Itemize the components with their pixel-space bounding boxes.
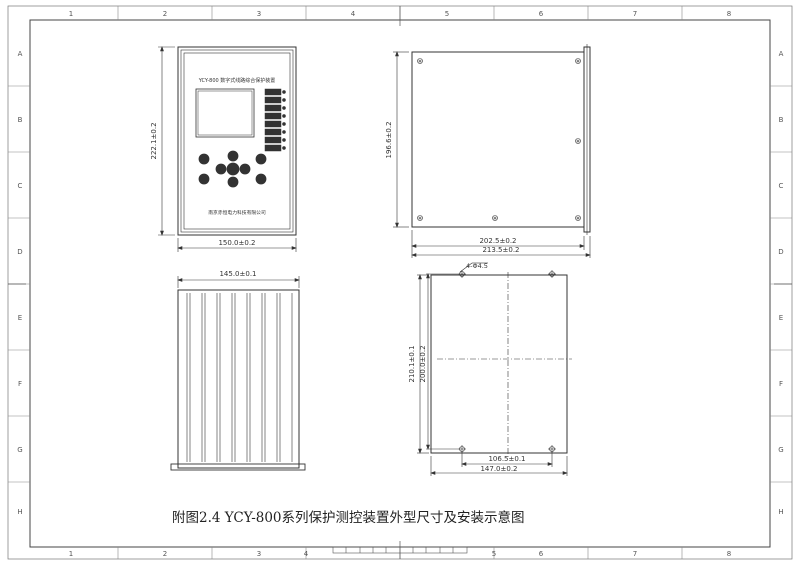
row-label: D (778, 248, 783, 256)
led-label: 保护 (266, 122, 274, 127)
col-label: 7 (633, 550, 637, 558)
led-label: 跳闸 (266, 106, 274, 111)
dim-label: 202.5±0.2 (479, 237, 516, 245)
col-label: 3 (257, 550, 261, 558)
keypad: 返回 取消 确认 (198, 150, 267, 188)
col-label: 6 (539, 10, 544, 18)
col-label: 2 (163, 10, 167, 18)
dim-label: 222.1±0.2 (150, 122, 158, 159)
front-view: YCY-800 数字式线路综合保护装置 运行 告警 跳闸 合闸 保护 通讯 检修 (150, 46, 297, 252)
led-icon (282, 90, 286, 94)
row-label: B (779, 116, 784, 124)
figure-caption: 附图2.4 YCY-800系列保护测控装置外型尺寸及安装示意图 (172, 510, 525, 526)
company-name: 南京赤恒电力科技有限公司 (208, 209, 266, 216)
col-label: 5 (492, 550, 496, 558)
front-height-dimension: 222.1±0.2 (150, 46, 175, 236)
side-height-dimension: 196.6±0.2 (385, 51, 409, 228)
led-label: 通讯 (266, 130, 274, 135)
row-label: E (779, 314, 783, 322)
row-label: C (779, 182, 784, 190)
dim-label: 106.5±0.1 (488, 455, 525, 463)
led-label: 检修 (266, 138, 274, 143)
col-label: 3 (257, 10, 261, 18)
led-label: 合闸 (266, 114, 274, 119)
led-indicator-column: 运行 告警 跳闸 合闸 保护 通讯 检修 备用 (264, 88, 286, 152)
cutout-view: 4-Φ4.5 210.1±0.1 200.0±0.2 106.5±0.1 147… (408, 262, 572, 476)
row-label: D (17, 248, 22, 256)
led-label: 备用 (266, 146, 274, 151)
hole-label: 4-Φ4.5 (466, 262, 488, 270)
row-label: C (18, 182, 23, 190)
mounting-screw-icon (417, 58, 581, 221)
drawing-frame: 1 2 3 4 5 6 7 8 1 2 3 4 5 6 7 8 A B C D … (7, 5, 793, 560)
led-icon (282, 106, 286, 110)
dim-label: 147.0±0.2 (480, 465, 517, 473)
dim-label: 150.0±0.2 (218, 239, 255, 247)
led-icon (282, 98, 286, 102)
side-view: 196.6±0.2 202.5±0.2 213.5±0.2 (385, 44, 591, 258)
col-label: 1 (69, 550, 73, 558)
row-label: A (779, 50, 784, 58)
row-label: A (18, 50, 23, 58)
device-header-text: YCY-800 数字式线路综合保护装置 (198, 77, 276, 84)
dim-label: 200.0±0.2 (419, 345, 427, 382)
front-width-dimension: 150.0±0.2 (177, 238, 297, 252)
dim-label: 145.0±0.1 (219, 270, 256, 278)
led-icon (282, 122, 286, 126)
col-label: 1 (69, 10, 73, 18)
mounting-hole-icon (458, 270, 556, 453)
arrow-right-icon (243, 166, 248, 172)
row-label: G (17, 446, 22, 454)
row-label: G (778, 446, 783, 454)
row-label: F (18, 380, 22, 388)
top-view: 145.0±0.1 (170, 270, 306, 471)
ok-button-label: 确认 (229, 166, 238, 173)
col-label: 2 (163, 550, 167, 558)
led-icon (282, 130, 286, 134)
lcd-screen (195, 88, 255, 138)
arrow-up-icon (230, 153, 236, 158)
led-icon (282, 146, 286, 150)
side-depth-dimension: 202.5±0.2 213.5±0.2 (411, 230, 591, 258)
row-label: E (18, 314, 22, 322)
col-label: 4 (351, 10, 356, 18)
led-label: 运行 (266, 90, 274, 95)
row-label: F (779, 380, 783, 388)
top-width-dimension: 145.0±0.1 (177, 270, 300, 288)
row-label: H (778, 508, 783, 516)
arrow-left-icon (218, 166, 223, 172)
arrow-down-icon (230, 180, 236, 185)
cutout-height-dimension: 210.1±0.1 200.0±0.2 (408, 273, 458, 454)
ok-button (226, 162, 240, 176)
hole-callout: 4-Φ4.5 (459, 262, 488, 273)
scale-bar (332, 546, 468, 554)
col-label: 8 (727, 10, 731, 18)
plus-icon (258, 156, 264, 162)
back-button-label: 返回 (200, 156, 209, 163)
led-label: 告警 (266, 98, 274, 103)
cancel-button-label: 取消 (200, 176, 209, 183)
row-label: B (18, 116, 23, 124)
col-label: 7 (633, 10, 637, 18)
led-icon (282, 138, 286, 142)
back-button (198, 153, 210, 165)
col-label: 4 (304, 550, 309, 558)
dim-label: 213.5±0.2 (482, 246, 519, 254)
col-label: 6 (539, 550, 544, 558)
dim-label: 210.1±0.1 (408, 345, 416, 382)
col-label: 5 (445, 10, 449, 18)
cutout-width-dimension: 106.5±0.1 147.0±0.2 (430, 452, 568, 476)
col-label: 8 (727, 550, 731, 558)
cancel-button (198, 173, 210, 185)
led-icon (282, 114, 286, 118)
dim-label: 196.6±0.2 (385, 121, 393, 158)
row-label: H (17, 508, 22, 516)
